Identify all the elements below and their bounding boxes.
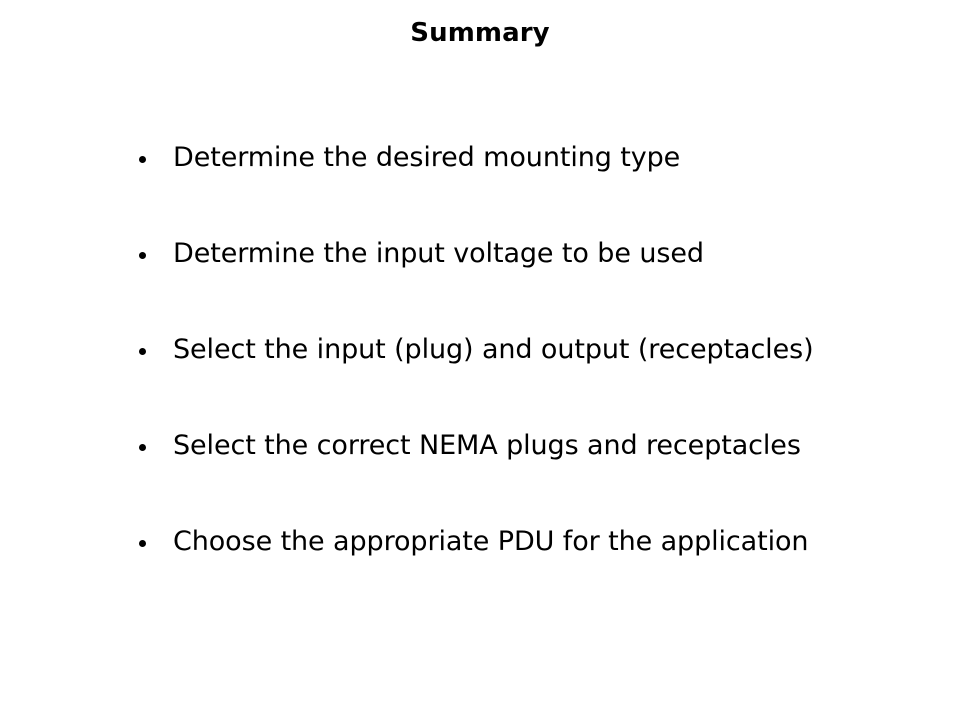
list-item: Select the correct NEMA plugs and recept… (0, 428, 960, 524)
list-item-label: Select the input (plug) and output (rece… (173, 334, 814, 365)
bullet-dot-icon (139, 252, 146, 259)
list-item: Select the input (plug) and output (rece… (0, 332, 960, 428)
bullet-dot-icon (139, 348, 146, 355)
list-item-label: Choose the appropriate PDU for the appli… (173, 526, 809, 557)
list-item: Determine the desired mounting type (0, 140, 960, 236)
list-item: Choose the appropriate PDU for the appli… (0, 524, 960, 620)
bullet-list: Determine the desired mounting type Dete… (0, 140, 960, 620)
page-title: Summary (410, 18, 550, 48)
list-item: Determine the input voltage to be used (0, 236, 960, 332)
bullet-dot-icon (139, 444, 146, 451)
bullet-dot-icon (139, 540, 146, 547)
list-item-label: Determine the input voltage to be used (173, 238, 704, 269)
bullet-dot-icon (139, 156, 146, 163)
list-item-label: Determine the desired mounting type (173, 142, 681, 173)
list-item-label: Select the correct NEMA plugs and recept… (173, 430, 801, 461)
